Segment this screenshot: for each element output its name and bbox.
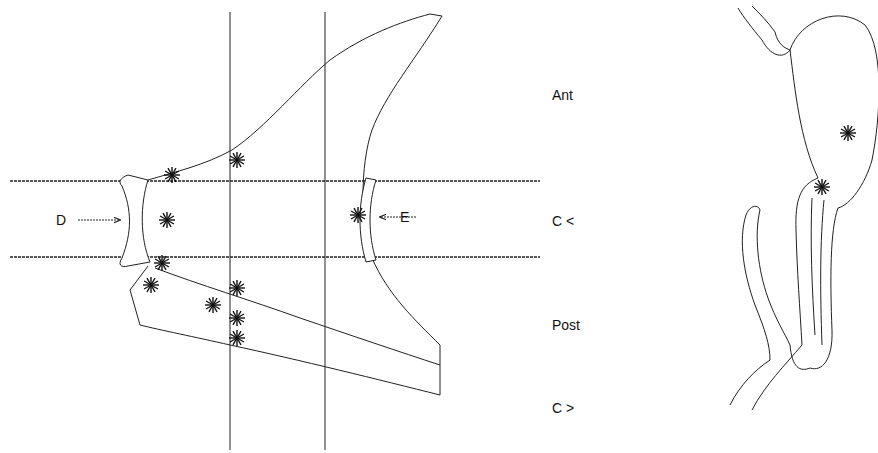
pouch-edge: [790, 50, 818, 178]
pointer-arrow: [380, 217, 416, 218]
lesion-star: [143, 277, 159, 293]
star-ray: [358, 211, 365, 215]
lesion-star: [229, 152, 245, 168]
grid-line: [325, 12, 326, 450]
pouch-edge: [775, 32, 790, 50]
lesion-star: [159, 212, 175, 228]
bowel-outflow: [790, 345, 810, 369]
bowel-outflow: [730, 360, 770, 405]
region-label: Post: [552, 317, 580, 333]
star-ray: [237, 314, 244, 318]
lesion-star: [814, 179, 830, 195]
bowel-loop: [796, 178, 818, 345]
lesion-star: [840, 125, 856, 141]
bowel-limb: [757, 210, 790, 345]
bowel-end: [746, 206, 760, 215]
pointer-arrow: [78, 220, 120, 221]
star-ray: [237, 334, 244, 338]
star-ray: [167, 216, 174, 220]
star-ray: [822, 183, 829, 187]
dashed-line: [10, 180, 540, 181]
star-ray: [237, 284, 244, 288]
star-ray: [162, 259, 169, 263]
lesion-star: [164, 167, 180, 183]
region-label: C >: [552, 400, 574, 416]
star-ray: [151, 281, 158, 285]
esophagus-cut: [360, 178, 376, 262]
lesion-marks: [143, 125, 856, 346]
lesion-star: [229, 280, 245, 296]
dashed-line: [10, 256, 540, 257]
region-label: E: [400, 209, 409, 225]
gastric-pouch: [762, 16, 878, 208]
lesion-star: [350, 207, 366, 223]
star-ray: [848, 129, 855, 133]
grid-line: [230, 12, 231, 450]
star-ray: [172, 171, 179, 175]
region-label: D: [56, 212, 66, 228]
region-label: C <: [552, 213, 574, 229]
bowel-loop: [811, 198, 815, 335]
lesion-star: [229, 310, 245, 326]
star-ray: [213, 301, 220, 305]
curvature-line: [155, 268, 440, 365]
stomach-outline: [130, 14, 442, 395]
bowel-outflow: [752, 345, 802, 410]
duodenum-cut: [120, 175, 150, 267]
star-ray: [237, 156, 244, 160]
lesion-star: [229, 330, 245, 346]
region-label: Ant: [552, 87, 573, 103]
lesion-star: [154, 255, 170, 271]
bowel-loop: [821, 200, 824, 345]
esophagus: [752, 6, 775, 32]
bowel-loop: [810, 208, 838, 369]
bowel-limb: [742, 215, 770, 360]
lesion-star: [205, 297, 221, 313]
